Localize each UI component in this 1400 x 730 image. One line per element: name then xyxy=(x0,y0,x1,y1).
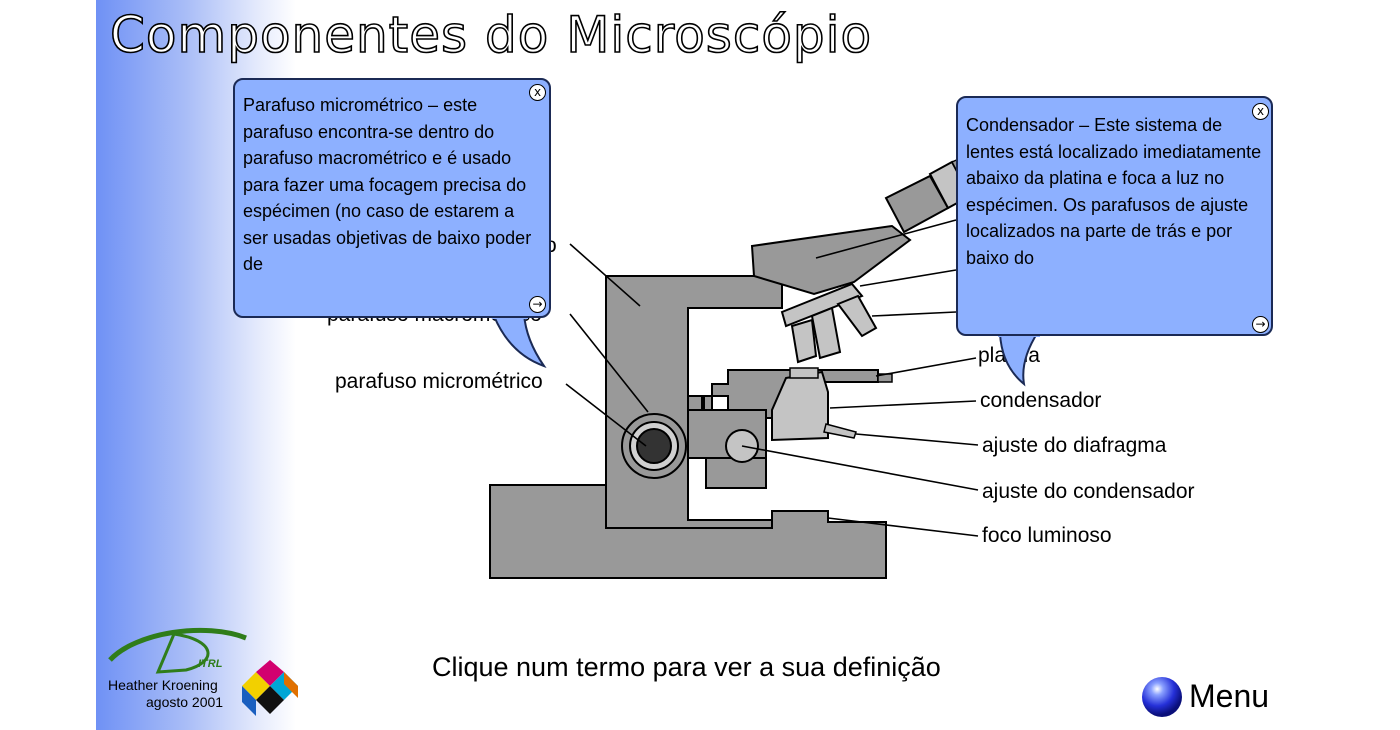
leader-lines xyxy=(565,219,979,537)
logo-cubes-icon xyxy=(242,660,298,716)
author-name: Heather Kroening xyxy=(108,677,218,693)
popup-right-text: Condensador – Este sistema de lentes est… xyxy=(966,115,1262,268)
label-condensador[interactable]: condensador xyxy=(980,389,1102,412)
label-ajuste-condensador[interactable]: ajuste do condensador xyxy=(982,480,1195,503)
menu-ball-icon xyxy=(1142,677,1182,717)
objective-lens-1 xyxy=(790,318,818,364)
objective-lens-3 xyxy=(836,294,878,338)
instruction-text: Clique num termo para ver a sua definiçã… xyxy=(432,652,941,682)
microscope-diagram xyxy=(108,153,988,716)
diaphragm-lever xyxy=(823,423,857,439)
stage: Componentes do Microscópio o parafuso ma… xyxy=(96,0,1306,730)
menu-button[interactable]: Menu xyxy=(1142,676,1282,720)
next-arrow-icon[interactable]: → xyxy=(1252,316,1269,333)
label-parafuso-micrometrico[interactable]: parafuso micrométrico xyxy=(335,370,543,393)
objective-lens-2 xyxy=(810,306,842,360)
definition-popup-left: Parafuso micrométrico – este parafuso en… xyxy=(233,78,551,318)
logo-ditrl xyxy=(108,627,247,674)
popup-left-text: Parafuso micrométrico – este parafuso en… xyxy=(243,95,532,274)
label-ajuste-diafragma[interactable]: ajuste do diafragma xyxy=(982,434,1167,457)
stage-holder xyxy=(705,457,767,489)
nosepiece xyxy=(780,282,864,328)
popup-right-tail xyxy=(998,328,1040,387)
label-foco-luminoso[interactable]: foco luminoso xyxy=(982,524,1112,547)
page-title: Componentes do Microscópio xyxy=(109,5,873,65)
definition-popup-right: Condensador – Este sistema de lentes est… xyxy=(956,96,1273,336)
menu-label: Menu xyxy=(1189,678,1270,714)
next-arrow-icon[interactable]: → xyxy=(529,296,546,313)
close-icon[interactable]: x xyxy=(529,84,546,101)
condenser-body xyxy=(771,370,829,442)
logo-text: ITRL xyxy=(198,658,223,670)
fine-focus-knob xyxy=(636,428,672,464)
popup-left-tail xyxy=(492,310,547,368)
condenser-top xyxy=(789,367,819,379)
author-date: agosto 2001 xyxy=(146,694,224,710)
close-icon[interactable]: x xyxy=(1252,103,1269,120)
